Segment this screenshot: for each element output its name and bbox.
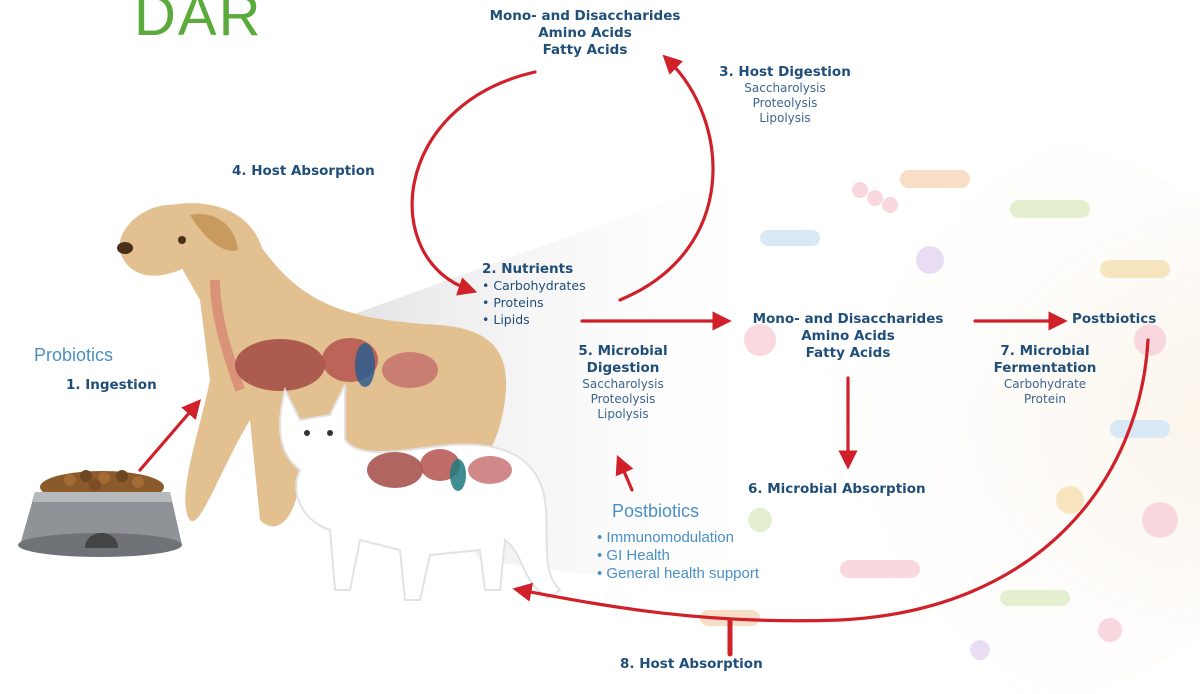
postbiotics-right-label: Postbiotics (1072, 311, 1156, 328)
postbiotics-benefits-block: Postbiotics Immunomodulation GI Health G… (597, 500, 759, 583)
host-digestion-block: 3. Host Digestion Saccharolysis Proteoly… (700, 64, 870, 126)
microbial-digestion-title: Digestion (568, 360, 678, 377)
mid-products-line-1: Mono- and Disaccharides (728, 311, 968, 328)
postbiotics-benefit-item: General health support (597, 565, 759, 583)
ingestion-label: 1. Ingestion (66, 377, 157, 394)
nutrient-item: Lipids (482, 312, 586, 329)
microbial-fermentation-item: Protein (985, 392, 1105, 407)
postbiotics-benefit-item: Immunomodulation (597, 529, 759, 547)
host-absorption-top-label: 4. Host Absorption (232, 163, 375, 180)
microbial-fermentation-item: Carbohydrate (985, 377, 1105, 392)
probiotics-label: Probiotics (34, 344, 113, 367)
microbial-absorption-label: 6. Microbial Absorption (748, 481, 926, 498)
microbial-fermentation-block: 7. Microbial Fermentation Carbohydrate P… (985, 343, 1105, 407)
top-products-label: Mono- and Disaccharides Amino Acids Fatt… (470, 8, 700, 59)
mid-products-line-3: Fatty Acids (728, 345, 968, 362)
microbial-digestion-item: Proteolysis (568, 392, 678, 407)
top-products-line-2: Amino Acids (470, 25, 700, 42)
microbial-digestion-item: Lipolysis (568, 407, 678, 422)
host-absorption-bottom-label: 8. Host Absorption (620, 656, 763, 673)
microbial-digestion-title: 5. Microbial (568, 343, 678, 360)
mid-products-label: Mono- and Disaccharides Amino Acids Fatt… (728, 311, 968, 362)
microbial-digestion-block: 5. Microbial Digestion Saccharolysis Pro… (568, 343, 678, 422)
nutrient-item: Carbohydrates (482, 278, 586, 295)
nutrient-item: Proteins (482, 295, 586, 312)
host-digestion-item: Proteolysis (700, 96, 870, 111)
microbial-fermentation-title: Fermentation (985, 360, 1105, 377)
top-products-line-1: Mono- and Disaccharides (470, 8, 700, 25)
top-products-line-3: Fatty Acids (470, 42, 700, 59)
postbiotics-benefits-title: Postbiotics (612, 500, 759, 523)
host-digestion-title: 3. Host Digestion (700, 64, 870, 81)
microbial-digestion-item: Saccharolysis (568, 377, 678, 392)
logo-text: DAR (134, 0, 262, 49)
nutrients-block: 2. Nutrients Carbohydrates Proteins Lipi… (482, 261, 586, 329)
host-digestion-item: Saccharolysis (700, 81, 870, 96)
food-bowl-illustration (18, 470, 182, 557)
host-digestion-item: Lipolysis (700, 111, 870, 126)
mid-products-line-2: Amino Acids (728, 328, 968, 345)
postbiotics-benefit-item: GI Health (597, 547, 759, 565)
arrow-ingestion (140, 405, 196, 470)
nutrients-title: 2. Nutrients (482, 261, 586, 278)
microbial-fermentation-title: 7. Microbial (985, 343, 1105, 360)
